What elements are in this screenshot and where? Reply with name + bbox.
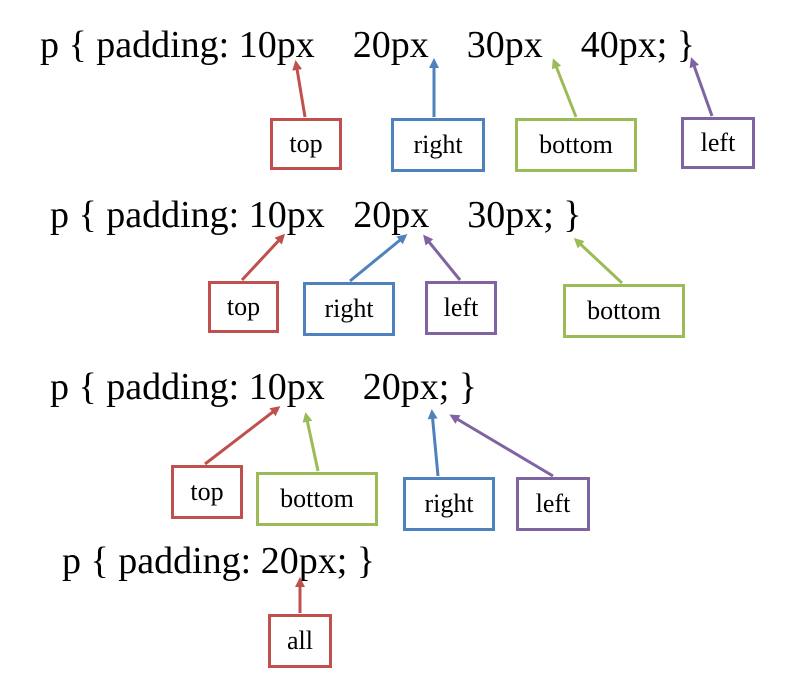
value-top: 10px: [238, 24, 315, 66]
label-box-right: right: [303, 282, 395, 336]
value-right-left: 20px;: [362, 366, 450, 408]
value-right: 20px: [352, 24, 429, 66]
value-right-left: 20px: [353, 194, 430, 236]
code-prefix: p { padding:: [40, 24, 239, 66]
arrow-bottom: [573, 237, 624, 285]
label-box-all: all: [268, 614, 332, 668]
value-bottom: 30px;: [467, 194, 554, 236]
arrow-right: [427, 409, 440, 477]
label-box-top: top: [171, 465, 243, 519]
arrow-bottom: [551, 58, 578, 118]
arrow-bottom: [302, 412, 320, 472]
css-rule-one-value: p { padding: 20px; }: [62, 542, 375, 580]
arrow-right: [349, 234, 408, 283]
css-rule-four-values: p { padding: 10px 20px 30px 40px; }: [40, 26, 695, 64]
value-top-bottom: 10px: [248, 366, 325, 408]
value-left: 40px;: [580, 24, 668, 66]
code-prefix: p { padding:: [62, 540, 261, 582]
code-suffix: }: [458, 366, 478, 408]
arrow-left: [689, 57, 714, 117]
arrow-top: [240, 233, 286, 282]
label-box-bottom: bottom: [563, 284, 685, 338]
arrow-top: [204, 406, 281, 466]
code-suffix: }: [356, 540, 376, 582]
value-top: 10px: [248, 194, 325, 236]
label-box-top: top: [270, 118, 342, 170]
code-suffix: }: [563, 194, 582, 236]
css-rule-three-values: p { padding: 10px 20px 30px; }: [50, 196, 582, 234]
code-prefix: p { padding:: [50, 194, 249, 236]
arrow-left: [449, 414, 554, 478]
css-rule-two-values: p { padding: 10px 20px; }: [50, 368, 477, 406]
label-box-bottom: bottom: [256, 472, 378, 526]
value-bottom: 30px: [466, 24, 543, 66]
label-box-right: right: [391, 118, 485, 172]
label-box-right: right: [403, 477, 495, 531]
label-box-left: left: [516, 477, 590, 531]
arrow-left: [423, 234, 462, 281]
arrow-top: [292, 60, 307, 118]
label-box-bottom: bottom: [515, 118, 637, 172]
code-suffix: }: [676, 24, 696, 66]
label-box-left: left: [681, 117, 755, 169]
value-all: 20px;: [260, 540, 348, 582]
code-prefix: p { padding:: [50, 366, 249, 408]
label-box-top: top: [208, 281, 279, 333]
label-box-left: left: [425, 281, 497, 335]
